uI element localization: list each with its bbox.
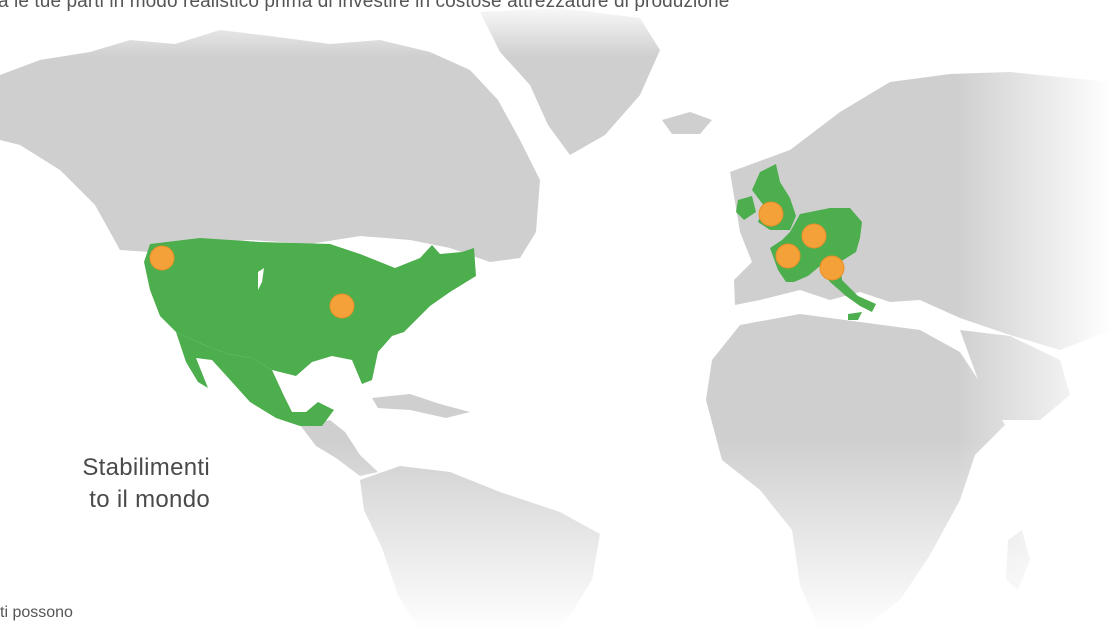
section-title-line-2: to il mondo xyxy=(89,486,210,513)
intro-text: a le tue parti in modo realistico prima … xyxy=(0,0,730,12)
section-body: ti possono xyxy=(0,604,73,621)
section-title: Stabilimenti to il mondo xyxy=(0,452,210,516)
section-title-line-1: Stabilimenti xyxy=(82,454,210,481)
